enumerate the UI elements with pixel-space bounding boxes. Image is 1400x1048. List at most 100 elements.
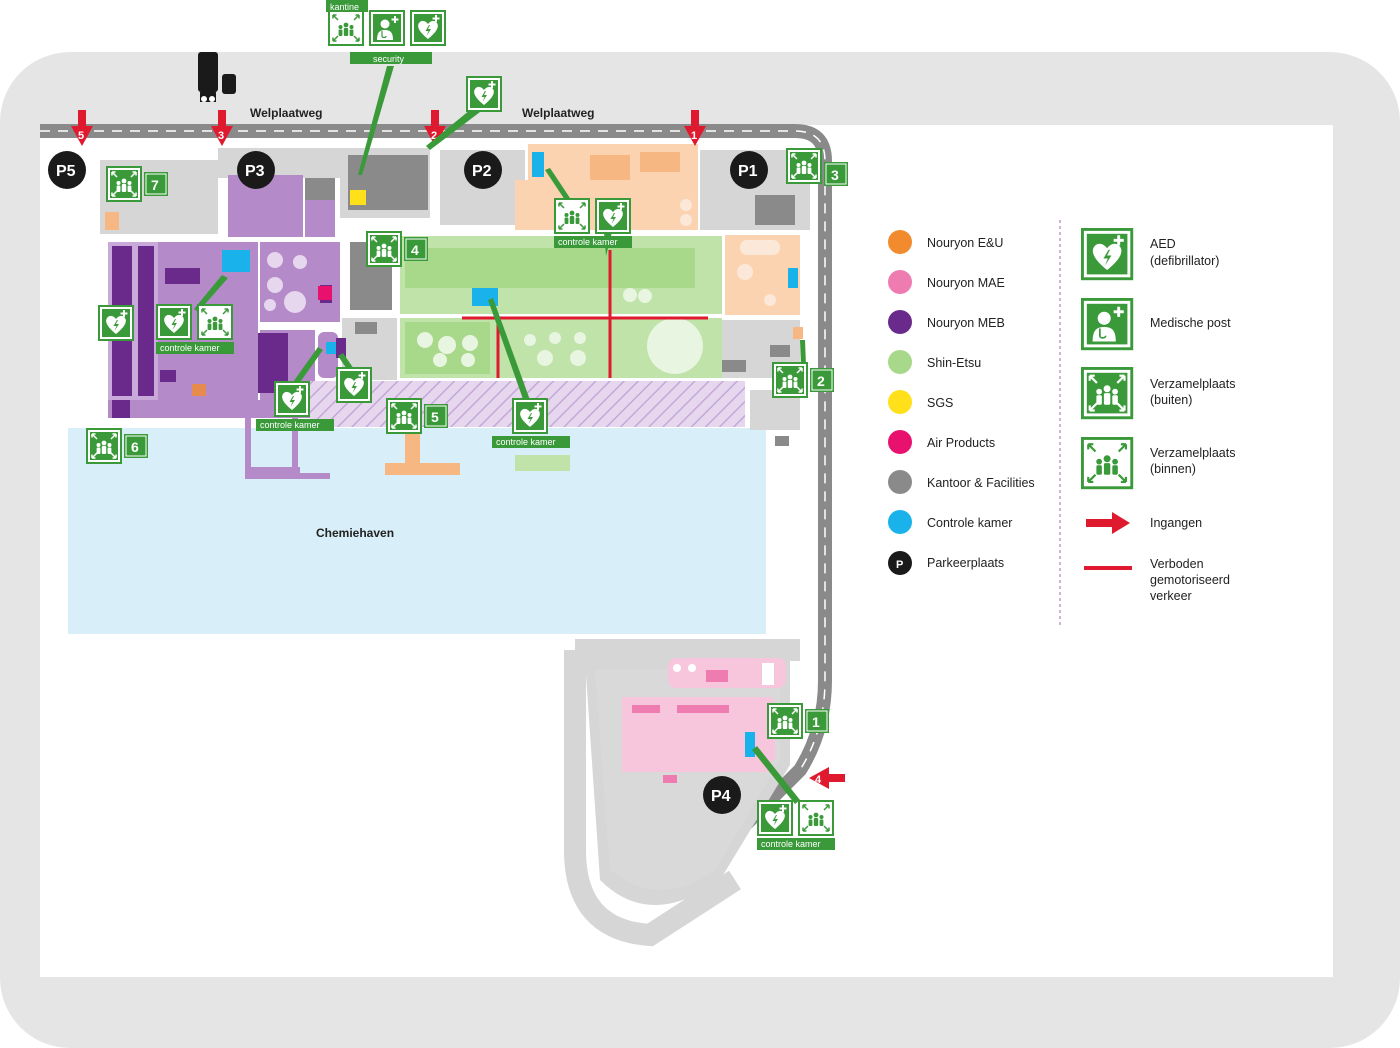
svg-text:controle kamer: controle kamer (558, 237, 618, 247)
svg-text:Ingangen: Ingangen (1150, 516, 1202, 530)
aed-icon (98, 305, 134, 341)
legend-item-sgs: SGS (888, 390, 953, 414)
kantine-security-signs: kantine security (326, 0, 446, 64)
svg-text:7: 7 (151, 177, 159, 193)
legend-item-verzamelplaats-buiten: Verzamelplaats (buiten) (1079, 365, 1235, 421)
svg-text:P1: P1 (738, 163, 758, 180)
controle-kamer-sign-eu: controle kamer (553, 197, 632, 248)
aed-icon (1081, 228, 1134, 281)
legend-item-controle-kamer: Controle kamer (888, 510, 1012, 534)
svg-text:5: 5 (431, 409, 439, 425)
svg-text:security: security (373, 54, 405, 64)
entrance-arrow-icon (1086, 512, 1130, 534)
legend-item-parkeerplaats: P Parkeerplaats (888, 551, 1004, 575)
legend-item-aed: AED (defibrillator) (1081, 228, 1219, 281)
assembly-outside-icon (365, 230, 403, 268)
assembly-inside-icon (327, 9, 365, 47)
assembly-outside-icon (105, 165, 143, 203)
nouryon-mae-area (622, 658, 786, 783)
assembly-outside-icon (385, 397, 423, 435)
entrance-arrow-3: 3 (211, 110, 233, 146)
legend: Nouryon E&U Nouryon MAE Nouryon MEB Shin… (888, 220, 1235, 625)
svg-text:6: 6 (131, 439, 139, 455)
entrance-arrow-1: 1 (684, 110, 706, 146)
medical-post-icon (368, 9, 406, 47)
svg-text:(binnen): (binnen) (1150, 462, 1196, 476)
svg-text:controle kamer: controle kamer (761, 839, 821, 849)
svg-text:P4: P4 (711, 788, 731, 805)
controle-kamer-sign-shin-etsu: controle kamer (492, 398, 570, 448)
svg-text:Controle kamer: Controle kamer (927, 516, 1012, 530)
aed-icon (274, 381, 310, 417)
assembly-point-5: 5 (385, 397, 448, 435)
assembly-point-7: 7 (105, 165, 168, 203)
assembly-point-2: 2 (771, 361, 834, 399)
svg-text:controle kamer: controle kamer (260, 420, 320, 430)
assembly-outside-icon (771, 361, 809, 399)
legend-item-nouryon-eu: Nouryon E&U (888, 230, 1003, 254)
assembly-inside-icon (196, 303, 234, 341)
svg-text:verkeer: verkeer (1150, 589, 1192, 603)
legend-item-nouryon-mae: Nouryon MAE (888, 270, 1005, 294)
svg-text:4: 4 (815, 774, 822, 786)
aed-icon (336, 367, 372, 403)
parking-p2: P2 (464, 151, 502, 189)
assembly-outside-icon (1079, 365, 1135, 421)
assembly-inside-icon (1079, 435, 1135, 491)
svg-text:Shin-Etsu: Shin-Etsu (927, 356, 981, 370)
main-road (40, 124, 832, 875)
parking-markers: P5 P3 P2 P1 P4 (48, 151, 768, 814)
svg-text:controle kamer: controle kamer (160, 343, 220, 353)
svg-text:Air Products: Air Products (927, 436, 995, 450)
legend-item-kantoor-facilities: Kantoor & Facilities (888, 470, 1035, 494)
parking-p3: P3 (237, 151, 275, 189)
entrance-arrow-4: 4 (809, 767, 845, 789)
aed-icon (757, 800, 793, 836)
entrance-arrows: 5 3 2 1 4 (71, 110, 845, 789)
svg-text:P2: P2 (472, 163, 492, 180)
assembly-inside-icon (553, 197, 591, 235)
controle-kamer-sign-meb-south: controle kamer (256, 381, 334, 431)
svg-text:P: P (896, 559, 903, 571)
legend-item-air-products: Air Products (888, 430, 995, 454)
svg-text:5: 5 (78, 130, 84, 142)
assembly-point-1: 1 (766, 702, 829, 740)
legend-item-verzamelplaats-binnen: Verzamelplaats (binnen) (1079, 435, 1235, 491)
legend-item-verboden-verkeer: Verboden gemotoriseerd verkeer (1084, 557, 1230, 603)
svg-text:3: 3 (218, 130, 224, 142)
parking-p1: P1 (730, 151, 768, 189)
entrance-arrow-5: 5 (71, 110, 93, 146)
aed-icon (466, 76, 502, 112)
svg-text:2: 2 (817, 373, 825, 389)
legend-item-medische-post: Medische post (1080, 297, 1231, 352)
svg-text:SGS: SGS (927, 396, 953, 410)
assembly-outside-icon (785, 147, 823, 185)
assembly-inside-icon (797, 799, 835, 837)
svg-text:2: 2 (431, 130, 437, 142)
assembly-point-4: 4 (365, 230, 428, 268)
svg-text:Verboden: Verboden (1150, 557, 1204, 571)
svg-text:P3: P3 (245, 163, 265, 180)
entrance-arrow-2: 2 (424, 110, 446, 146)
svg-text:4: 4 (411, 242, 419, 258)
svg-text:Nouryon MAE: Nouryon MAE (927, 276, 1005, 290)
aed-icon (156, 304, 192, 340)
aed-icon (595, 198, 631, 234)
svg-text:kantine: kantine (330, 2, 359, 12)
aed-icon (410, 10, 446, 46)
assembly-outside-icon (766, 702, 804, 740)
svg-text:Parkeerplaats: Parkeerplaats (927, 556, 1004, 570)
road-label-east: Welplaatweg (522, 106, 594, 120)
medical-post-icon (1080, 297, 1135, 352)
legend-item-ingangen: Ingangen (1086, 512, 1202, 534)
svg-text:(buiten): (buiten) (1150, 393, 1192, 407)
controle-kamer-sign-mae: controle kamer (757, 799, 835, 850)
assembly-point-6: 6 (85, 427, 148, 465)
parking-p5: P5 (48, 151, 86, 189)
parking-p4: P4 (703, 776, 741, 814)
p4-access-road (564, 639, 800, 947)
controle-kamer-sign-meb: controle kamer (156, 303, 234, 354)
svg-text:3: 3 (831, 167, 839, 183)
svg-text:gemotoriseerd: gemotoriseerd (1150, 573, 1230, 587)
